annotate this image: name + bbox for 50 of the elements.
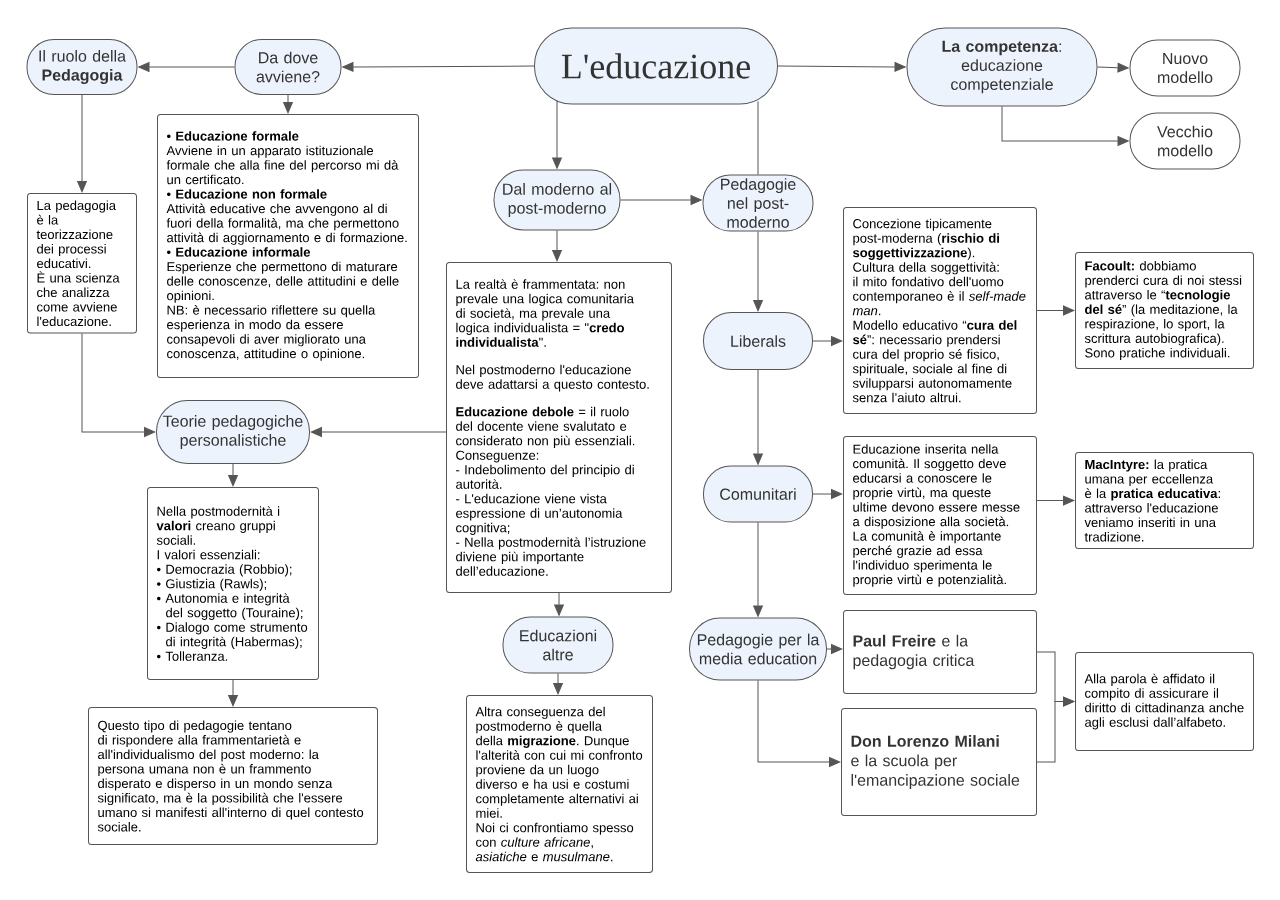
arrow [826,644,843,654]
text-box: • Educazione formale Avviene in un apparato istituzionale formale che alla fine del percorso mi dà un certificato. • Educazione non formale Attività educative che avvengono al di fuori della formalità, ma che permettono attività di aggiornamento e di formazione. • Educazione informale Esperienze che permettono di maturare delle conoscenze, delle attitudini e delle opinioni. NB: è necessario riflettere su quella esperienza in modo da essere consapevoli di aver migliorato una conoscenza, attitudine o opinione. [157,114,419,378]
arrow [228,679,238,707]
arrow [310,427,447,437]
text-box: La realtà è frammentata: non prevale una logica comunitaria di società, ma prevale una logica individualista = "credo individualista". Nel postmoderno l'educazione deve adattarsi a questo contesto. Educazione debole = il ruolo del docente viene svalutato e considerato non più essenziali. Conseguenze: - Indebolimento del principio di autorità. - L'educazione viene vista espressione di un’autonomia cognitiva; - Nella postmodernità l’istruzione diviene più importante dell’educazione. [446,262,672,593]
topic-pill: Educazioni altre [502,616,614,674]
topic-pill: Teorie pedagogiche personalistiche [156,400,310,464]
text-box: Paul Freire e la pedagogia critica [843,610,1037,694]
arrow [138,62,235,72]
text-box: MacIntyre: la pratica umana per eccellenza è la pratica educativa: attraverso l'educazione veniamo inseriti in una tradizione. [1075,452,1254,550]
topic-pill: Il ruolo della Pedagogia [26,39,138,95]
topic-pill: Vecchio modello [1129,112,1241,170]
arrow [81,333,156,437]
arrow [812,336,843,346]
arrow [753,231,763,312]
arrow [777,62,906,72]
arrow [552,230,562,262]
text-box: Altra conseguenza del postmoderno è quella della migrazione. Dunque l'alterità con cui mi confronto proviene da un luogo diverso e ha usi e costumi completamente alternativi ai miei. Noi ci confrontiamo spesso con culture africane, asiatiche e musulmane. [466,695,653,873]
arrow [753,369,763,465]
arrow [553,673,563,695]
arrow [1097,62,1129,73]
arrow [620,195,702,205]
arrow [554,592,564,616]
arrow [77,94,87,193]
arrow [283,94,293,114]
text-box: Questo tipo di pedagogie tentano di rispondere alla frammentarietà e all'individualismo del post moderno: la persona umana non è un frammento disperato e disperso in un mondo senza significato, ma è la possibilità che l'essere umano si manifesti all'interno di quel contesto sociale. [88,707,378,845]
arrow [1036,495,1075,506]
text-box: Concezione tipicamente post-moderna (rischio di soggettivizzazione). Cultura della soggettività: il mito fondativo dell'uomo contemporaneo è il self-made man. Modello educativo “cura del sé”: necessario prendersi cura del proprio sé fisico, spirituale, sociale al fine di svilupparsi autonomamente senza l’aiuto altrui. [843,207,1037,414]
text-box: Educazione inserita nella comunità. Il soggetto deve educarsi a conoscere le proprie virtù, ma queste ultime devono essere messe a disposizione alla società. La comunità è importante perché grazie ad essa l'individuo sperimenta le proprie virtù e potenzialità. [843,436,1037,595]
connector-line [757,101,759,175]
arrow [757,680,841,767]
topic-pill: Pedagogie nel post-moderno [702,174,814,232]
arrow [228,463,238,487]
topic-pill: Nuovo modello [1129,39,1241,97]
text-box: Facoult: dobbiamo prenderci cura di noi stessi attraverso le “tecnologie del sé” (la meditazione, la respirazione, lo sport, la scrittura autobiografica). Sono pratiche individuali. [1075,252,1254,369]
topic-pill: Pedagogie per la media education [689,617,827,681]
arrow [1036,305,1075,316]
arrow [342,62,535,72]
text-box: Alla parola è affidato il compito di assicurare il diritto di cittadinanza anche agli esclusi dall’alfabeto. [1075,652,1254,751]
title-pill: L'educazione [534,27,778,105]
arrow [812,489,843,499]
arrow [753,522,763,617]
text-box: Don Lorenzo Milani e la scuola per l'emancipazione sociale [841,708,1037,816]
topic-pill: Dal moderno al post-moderno [493,169,621,231]
text-box: La pedagogia è la teorizzazione dei processi educativi. È una scienza che analizza come avviene l'educazione. [27,193,137,334]
text-box: Nella postmodernità i valori creano gruppi sociali. I valori essenziali: • Democrazia (Robbio); • Giustizia (Rawls); • Autonomia e integrità del soggetto (Touraine); • Dialogo come strumento di integrità (Habermas); • Tolleranza. [147,487,319,680]
arrow [1001,106,1129,146]
topic-pill: La competenza: educazione competenziale [906,27,1098,107]
arrow [1036,696,1075,763]
arrow [552,100,562,169]
